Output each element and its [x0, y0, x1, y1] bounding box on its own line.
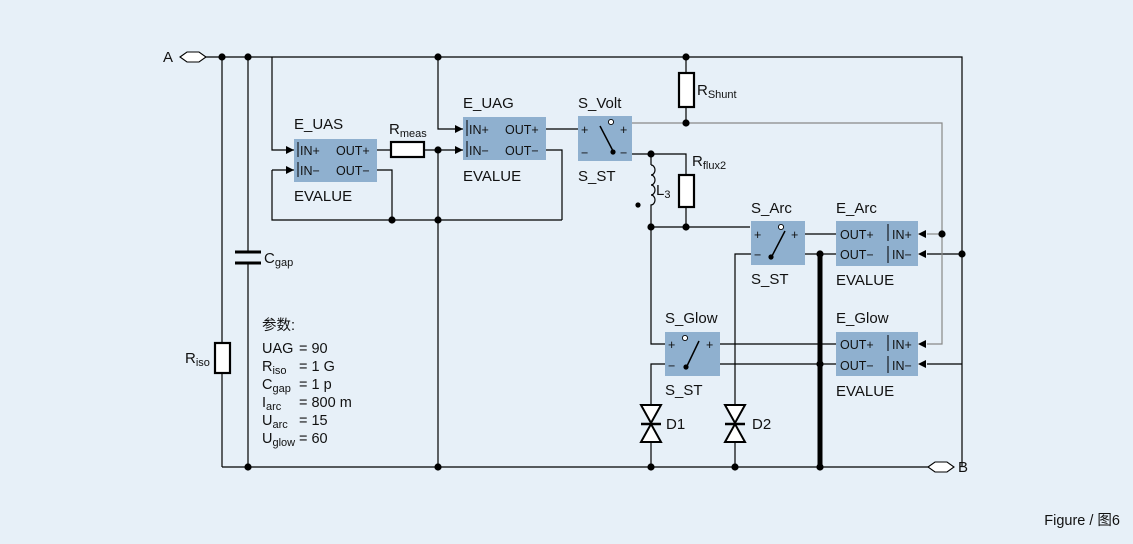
s-volt-type: S_ST: [578, 168, 616, 185]
s-glow-plus-out: +: [706, 338, 713, 352]
e-uag-pin-in-minus: IN−: [469, 144, 489, 158]
c-gap-capacitor: Cgap: [235, 250, 293, 269]
s-volt-plus-out: +: [620, 123, 627, 137]
terminal-a: A: [163, 49, 207, 66]
e-glow-pin-in-minus: IN−: [892, 359, 912, 373]
e-glow-pin-in-plus: IN+: [892, 338, 912, 352]
arrowheads: [286, 125, 926, 368]
r-iso-resistor: Riso: [185, 341, 232, 375]
e-arc-pin-out-minus: OUT−: [840, 248, 874, 262]
e-glow-type: EVALUE: [836, 383, 894, 400]
e-uag-name: E_UAG: [463, 95, 514, 112]
s-glow-name: S_Glow: [665, 310, 718, 327]
r-meas-label: Rmeas: [389, 121, 427, 140]
svg-text:= 15: = 15: [299, 413, 328, 429]
c-gap-label: Cgap: [264, 250, 293, 269]
e-glow-pin-out-minus: OUT−: [840, 359, 874, 373]
svg-text:Uglow: Uglow: [262, 431, 295, 449]
s-glow-switch: S_Glow + − + S_ST: [665, 310, 720, 399]
e-uag-block: E_UAG IN+ IN− OUT+ OUT− EVALUE: [463, 95, 546, 185]
black-wires: [206, 56, 963, 468]
parameters-block: 参数: UAG = 90 Riso = 1 G Cgap = 1 p Iarc …: [262, 317, 352, 449]
d1-diode: D1: [639, 404, 685, 443]
d2-diode: D2: [723, 404, 771, 443]
e-uas-pin-out-minus: OUT−: [336, 164, 370, 178]
svg-text:= 60: = 60: [299, 431, 328, 447]
e-arc-pin-in-minus: IN−: [892, 248, 912, 262]
svg-text:= 800 m: = 800 m: [299, 395, 352, 411]
e-glow-name: E_Glow: [836, 310, 889, 327]
r-flux2-resistor: Rflux2: [677, 153, 726, 209]
param-row: UAG = 90: [262, 341, 328, 357]
s-arc-type: S_ST: [751, 271, 789, 288]
svg-text:= 1 G: = 1 G: [299, 359, 335, 375]
s-arc-switch: S_Arc + − + S_ST: [751, 200, 805, 288]
r-shunt-label: RShunt: [697, 82, 737, 101]
e-uas-pin-in-plus: IN+: [300, 144, 320, 158]
e-arc-block: E_Arc OUT+ OUT− IN+ IN− EVALUE: [836, 200, 918, 289]
r-meas-resistor: Rmeas: [389, 121, 427, 159]
s-arc-plus-out: +: [791, 228, 798, 242]
e-arc-pin-in-plus: IN+: [892, 228, 912, 242]
param-row: Uglow = 60: [262, 431, 328, 449]
s-volt-switch: S_Volt + − + − S_ST: [578, 95, 632, 185]
r-flux2-label: Rflux2: [692, 153, 726, 172]
param-row: Uarc = 15: [262, 413, 328, 431]
e-uag-pin-out-minus: OUT−: [505, 144, 539, 158]
e-uag-pin-in-plus: IN+: [469, 123, 489, 137]
s-volt-plus-in: +: [581, 123, 588, 137]
svg-text:Riso: Riso: [262, 359, 287, 377]
d1-label: D1: [666, 416, 685, 433]
param-row: Cgap = 1 p: [262, 377, 332, 395]
l3-label: L3: [656, 182, 670, 201]
s-arc-plus-in: +: [754, 228, 761, 242]
e-uas-name: E_UAS: [294, 116, 343, 133]
s-arc-name: S_Arc: [751, 200, 792, 217]
e-uag-type: EVALUE: [463, 168, 521, 185]
terminal-b: B: [927, 459, 968, 476]
s-arc-minus-in: −: [754, 248, 761, 262]
s-volt-name: S_Volt: [578, 95, 622, 112]
r-shunt-resistor: RShunt: [677, 71, 737, 109]
svg-text:Cgap: Cgap: [262, 377, 291, 395]
parameters-title: 参数:: [262, 317, 295, 334]
e-uas-type: EVALUE: [294, 188, 352, 205]
e-arc-type: EVALUE: [836, 272, 894, 289]
e-glow-block: E_Glow OUT+ OUT− IN+ IN− EVALUE: [836, 310, 918, 400]
junction-dots: [218, 53, 966, 471]
svg-text:UAG: UAG: [262, 341, 293, 357]
param-row: Iarc = 800 m: [262, 395, 352, 413]
d2-label: D2: [752, 416, 771, 433]
svg-text:= 1 p: = 1 p: [299, 377, 332, 393]
svg-text:Iarc: Iarc: [262, 395, 282, 413]
e-arc-pin-out-plus: OUT+: [840, 228, 874, 242]
s-glow-minus-in: −: [668, 359, 675, 373]
e-uas-pin-in-minus: IN−: [300, 164, 320, 178]
e-glow-pin-out-plus: OUT+: [840, 338, 874, 352]
svg-text:Uarc: Uarc: [262, 413, 288, 431]
e-uag-pin-out-plus: OUT+: [505, 123, 539, 137]
s-volt-minus-out: −: [620, 146, 627, 160]
svg-text:= 90: = 90: [299, 341, 328, 357]
r-iso-label: Riso: [185, 350, 210, 369]
s-volt-minus-in: −: [581, 146, 588, 160]
figure-caption: Figure / 图6: [1044, 513, 1120, 529]
e-uas-block: E_UAS IN+ IN− OUT+ OUT− EVALUE: [294, 116, 377, 205]
s-glow-plus-in: +: [668, 338, 675, 352]
terminal-a-label: A: [163, 49, 173, 66]
e-uas-pin-out-plus: OUT+: [336, 144, 370, 158]
param-row: Riso = 1 G: [262, 359, 335, 377]
s-glow-type: S_ST: [665, 382, 703, 399]
e-arc-name: E_Arc: [836, 200, 877, 217]
l3-inductor: L3: [650, 164, 670, 207]
terminal-b-label: B: [958, 459, 968, 476]
